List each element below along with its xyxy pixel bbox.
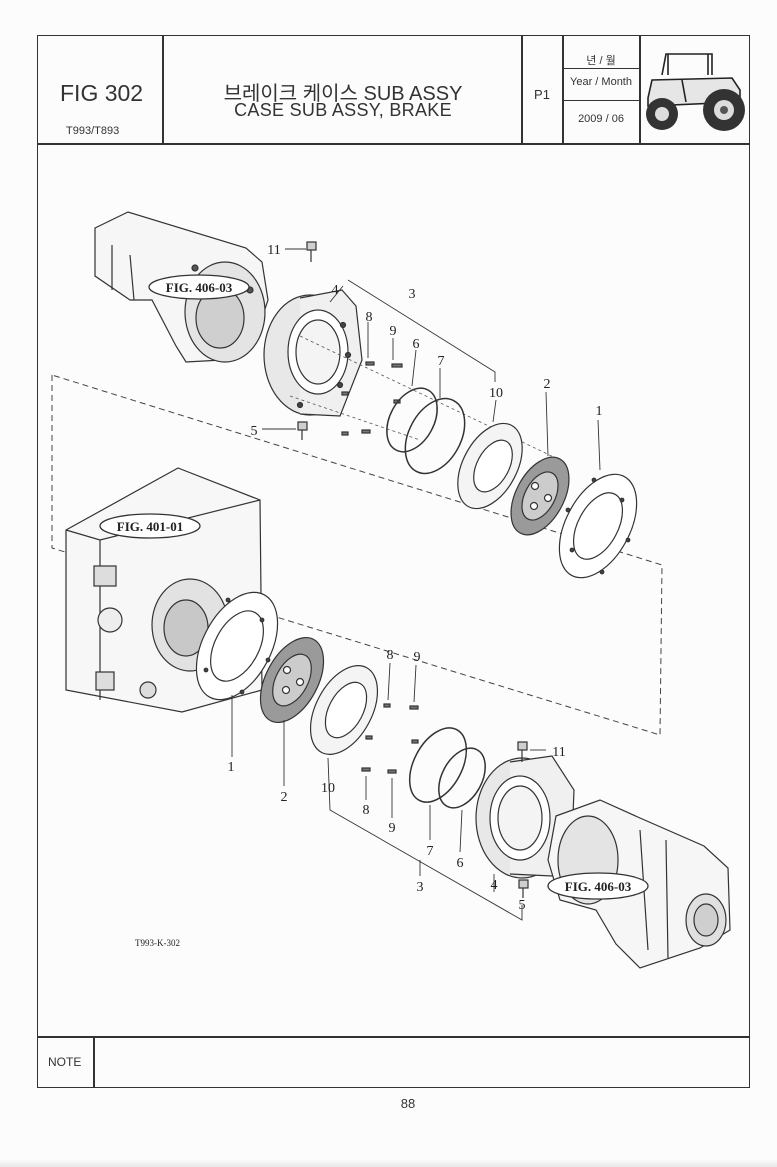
page-number: 88: [400, 1096, 416, 1111]
year-month-korean-label: 년 / 월: [586, 55, 616, 67]
header-divider: [521, 35, 523, 144]
lower-pins: [361, 703, 419, 774]
model-code: T993/T893: [66, 125, 120, 137]
exploded-view-diagram: FIG. 406-03 FIG. 401-01 FIG. 406-03 11 4…: [51, 211, 731, 969]
page-code: P1: [534, 87, 550, 102]
callout-7: 7: [427, 844, 434, 859]
callout-1: 1: [228, 760, 235, 775]
scan-edge: [0, 1158, 777, 1167]
breather-bolts: [297, 241, 529, 898]
upper-o-rings: [386, 387, 466, 475]
ref-fig-oval: FIG. 401-01: [99, 513, 201, 539]
drawing-code: T993-K-302: [135, 938, 180, 948]
note-divider: [93, 1036, 95, 1088]
ref-fig-oval: FIG. 406-03: [148, 274, 250, 300]
lower-friction-disc: [259, 636, 325, 724]
ref-fig-oval: FIG. 406-03: [547, 872, 649, 900]
assembly-boundary: [51, 374, 663, 736]
callout-5: 5: [251, 424, 258, 439]
callout-9: 9: [389, 821, 396, 836]
page-frame: [37, 35, 750, 1088]
callout-5: 5: [519, 898, 526, 913]
upper-brake-case: [263, 289, 363, 417]
callout-10: 10: [489, 386, 503, 401]
header-divider: [563, 68, 639, 69]
note-divider: [37, 1036, 750, 1038]
callout-1: 1: [596, 404, 603, 419]
ref-fig-label: FIG. 406-03: [565, 879, 632, 894]
lower-piston: [309, 665, 379, 755]
year-month-value: 2009 / 06: [578, 113, 624, 125]
callout-8: 8: [366, 310, 373, 325]
tractor-icon: [646, 53, 745, 131]
header-divider: [562, 35, 564, 144]
lower-o-rings: [408, 727, 486, 809]
header-divider: [639, 35, 641, 144]
leader-lines: [231, 248, 601, 921]
header-divider: [563, 100, 639, 101]
title-korean: 브레이크 케이스 SUB ASSY: [223, 83, 463, 105]
callout-8: 8: [387, 648, 394, 663]
callout-10: 10: [321, 781, 335, 796]
callout-2: 2: [281, 790, 288, 805]
upper-friction-disc: [510, 456, 570, 536]
upper-plate: [558, 473, 638, 579]
callout-2: 2: [544, 377, 551, 392]
callout-3: 3: [409, 287, 416, 302]
callout-3: 3: [417, 880, 424, 895]
title-english: CASE SUB ASSY, BRAKE: [234, 100, 452, 120]
upper-pins: [341, 361, 403, 436]
callout-8: 8: [363, 803, 370, 818]
callout-9: 9: [414, 650, 421, 665]
callout-6: 6: [457, 856, 464, 871]
callout-11: 11: [267, 243, 280, 258]
callout-4: 4: [332, 283, 339, 298]
ref-fig-label: FIG. 401-01: [117, 519, 183, 534]
header-divider: [37, 143, 750, 145]
header-divider: [162, 35, 164, 144]
note-label: NOTE: [48, 1055, 82, 1069]
figure-number: FIG 302: [60, 80, 144, 106]
callout-11: 11: [552, 745, 565, 760]
year-month-label: Year / Month: [570, 76, 632, 88]
callout-4: 4: [491, 878, 498, 893]
upper-piston: [457, 422, 523, 510]
callout-7: 7: [438, 354, 445, 369]
ref-fig-label: FIG. 406-03: [166, 280, 233, 295]
callout-9: 9: [390, 324, 397, 339]
lower-plate: [195, 591, 279, 701]
callout-6: 6: [413, 337, 420, 352]
